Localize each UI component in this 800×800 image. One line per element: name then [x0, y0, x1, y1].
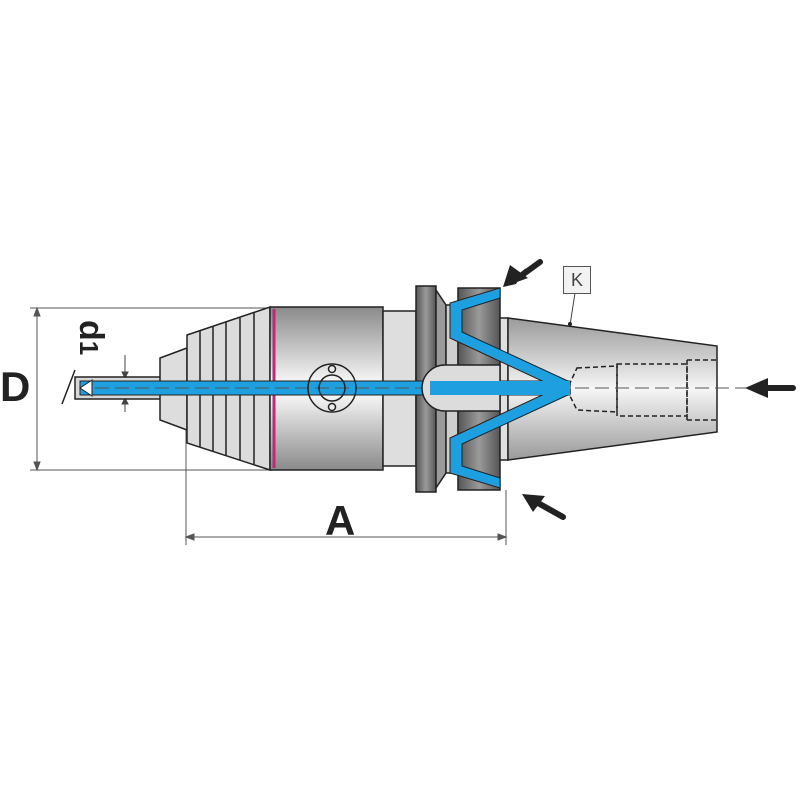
dimension-d1: [121, 355, 129, 412]
coolant-inlet-arrow-bottom: [522, 494, 566, 520]
taper-marker-label: K: [563, 266, 591, 294]
internal-bore: [569, 359, 717, 421]
bore-label-subscript: 1: [74, 340, 104, 356]
adjustment-screw: [307, 363, 357, 413]
dimension-D: [30, 306, 275, 472]
coolant-inlet-arrow-top: [503, 259, 543, 287]
bore-diameter-label: d1: [72, 320, 110, 356]
coolant-inlet-arrow-axial: [745, 378, 796, 398]
dimension-A: [184, 420, 508, 545]
bore-label-prefix: d: [72, 320, 110, 341]
length-label: A: [325, 497, 356, 544]
diameter-label: D: [0, 363, 31, 410]
taper-marker-leader: [569, 292, 576, 326]
